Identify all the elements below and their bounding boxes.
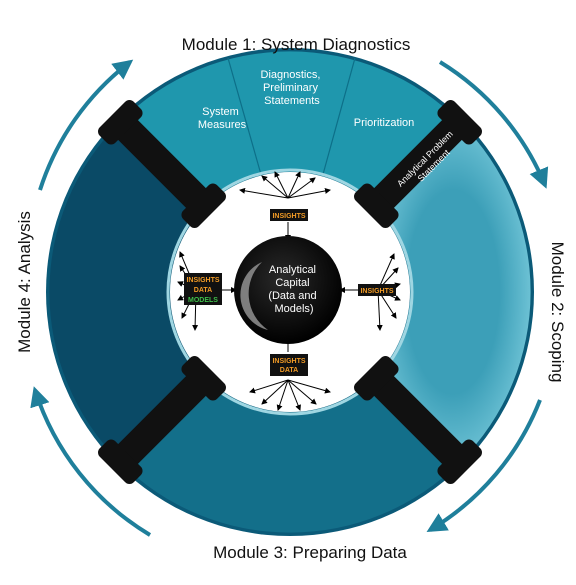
top-dividers — [227, 57, 356, 179]
step-prioritization: Prioritization — [354, 117, 415, 129]
center-label: Analytical Capital (Data and Models) — [268, 264, 319, 315]
segment-left — [49, 122, 205, 462]
tag-left: INSIGHTS DATA MODELS — [184, 273, 222, 305]
arrow-bottom-right — [426, 399, 542, 533]
module-1-title: Module 1: System Diagnostics — [182, 35, 411, 54]
step-system-measures: System Measures — [198, 106, 247, 131]
segment-top — [120, 51, 460, 207]
arrow-top-right — [438, 60, 549, 189]
handles — [98, 100, 482, 484]
cycle-arrows — [30, 59, 549, 537]
tag-bottom-insights: INSIGHTS — [272, 358, 305, 365]
tag-bottom: INSIGHTS DATA — [270, 354, 308, 376]
tag-left-data: DATA — [194, 287, 212, 294]
ring-segments — [49, 51, 531, 533]
segment-right — [375, 122, 531, 462]
tag-left-insights: INSIGHTS — [186, 277, 219, 284]
handle-bottom-right — [354, 356, 482, 484]
handle-top-right — [354, 100, 482, 228]
module-4-title: Module 4: Analysis — [15, 211, 34, 353]
arrow-bottom-left — [30, 386, 152, 537]
step-diagnostics: Diagnostics, Preliminary Statements — [261, 69, 324, 107]
tag-bottom-data: DATA — [280, 367, 298, 374]
arrow-top-left — [38, 59, 134, 191]
handle-top-left — [98, 100, 226, 228]
module-3-title: Module 3: Preparing Data — [213, 543, 407, 562]
tag-left-models: MODELS — [188, 297, 218, 304]
tag-right-insights: INSIGHTS — [360, 288, 393, 295]
segment-bottom — [120, 377, 460, 533]
handle-bottom-left — [98, 356, 226, 484]
tag-right: INSIGHTS — [358, 284, 396, 296]
tag-top: INSIGHTS — [270, 209, 308, 221]
tag-top-insights: INSIGHTS — [272, 213, 305, 220]
moon-highlight — [240, 262, 268, 330]
module-2-title: Module 2: Scoping — [548, 242, 567, 383]
